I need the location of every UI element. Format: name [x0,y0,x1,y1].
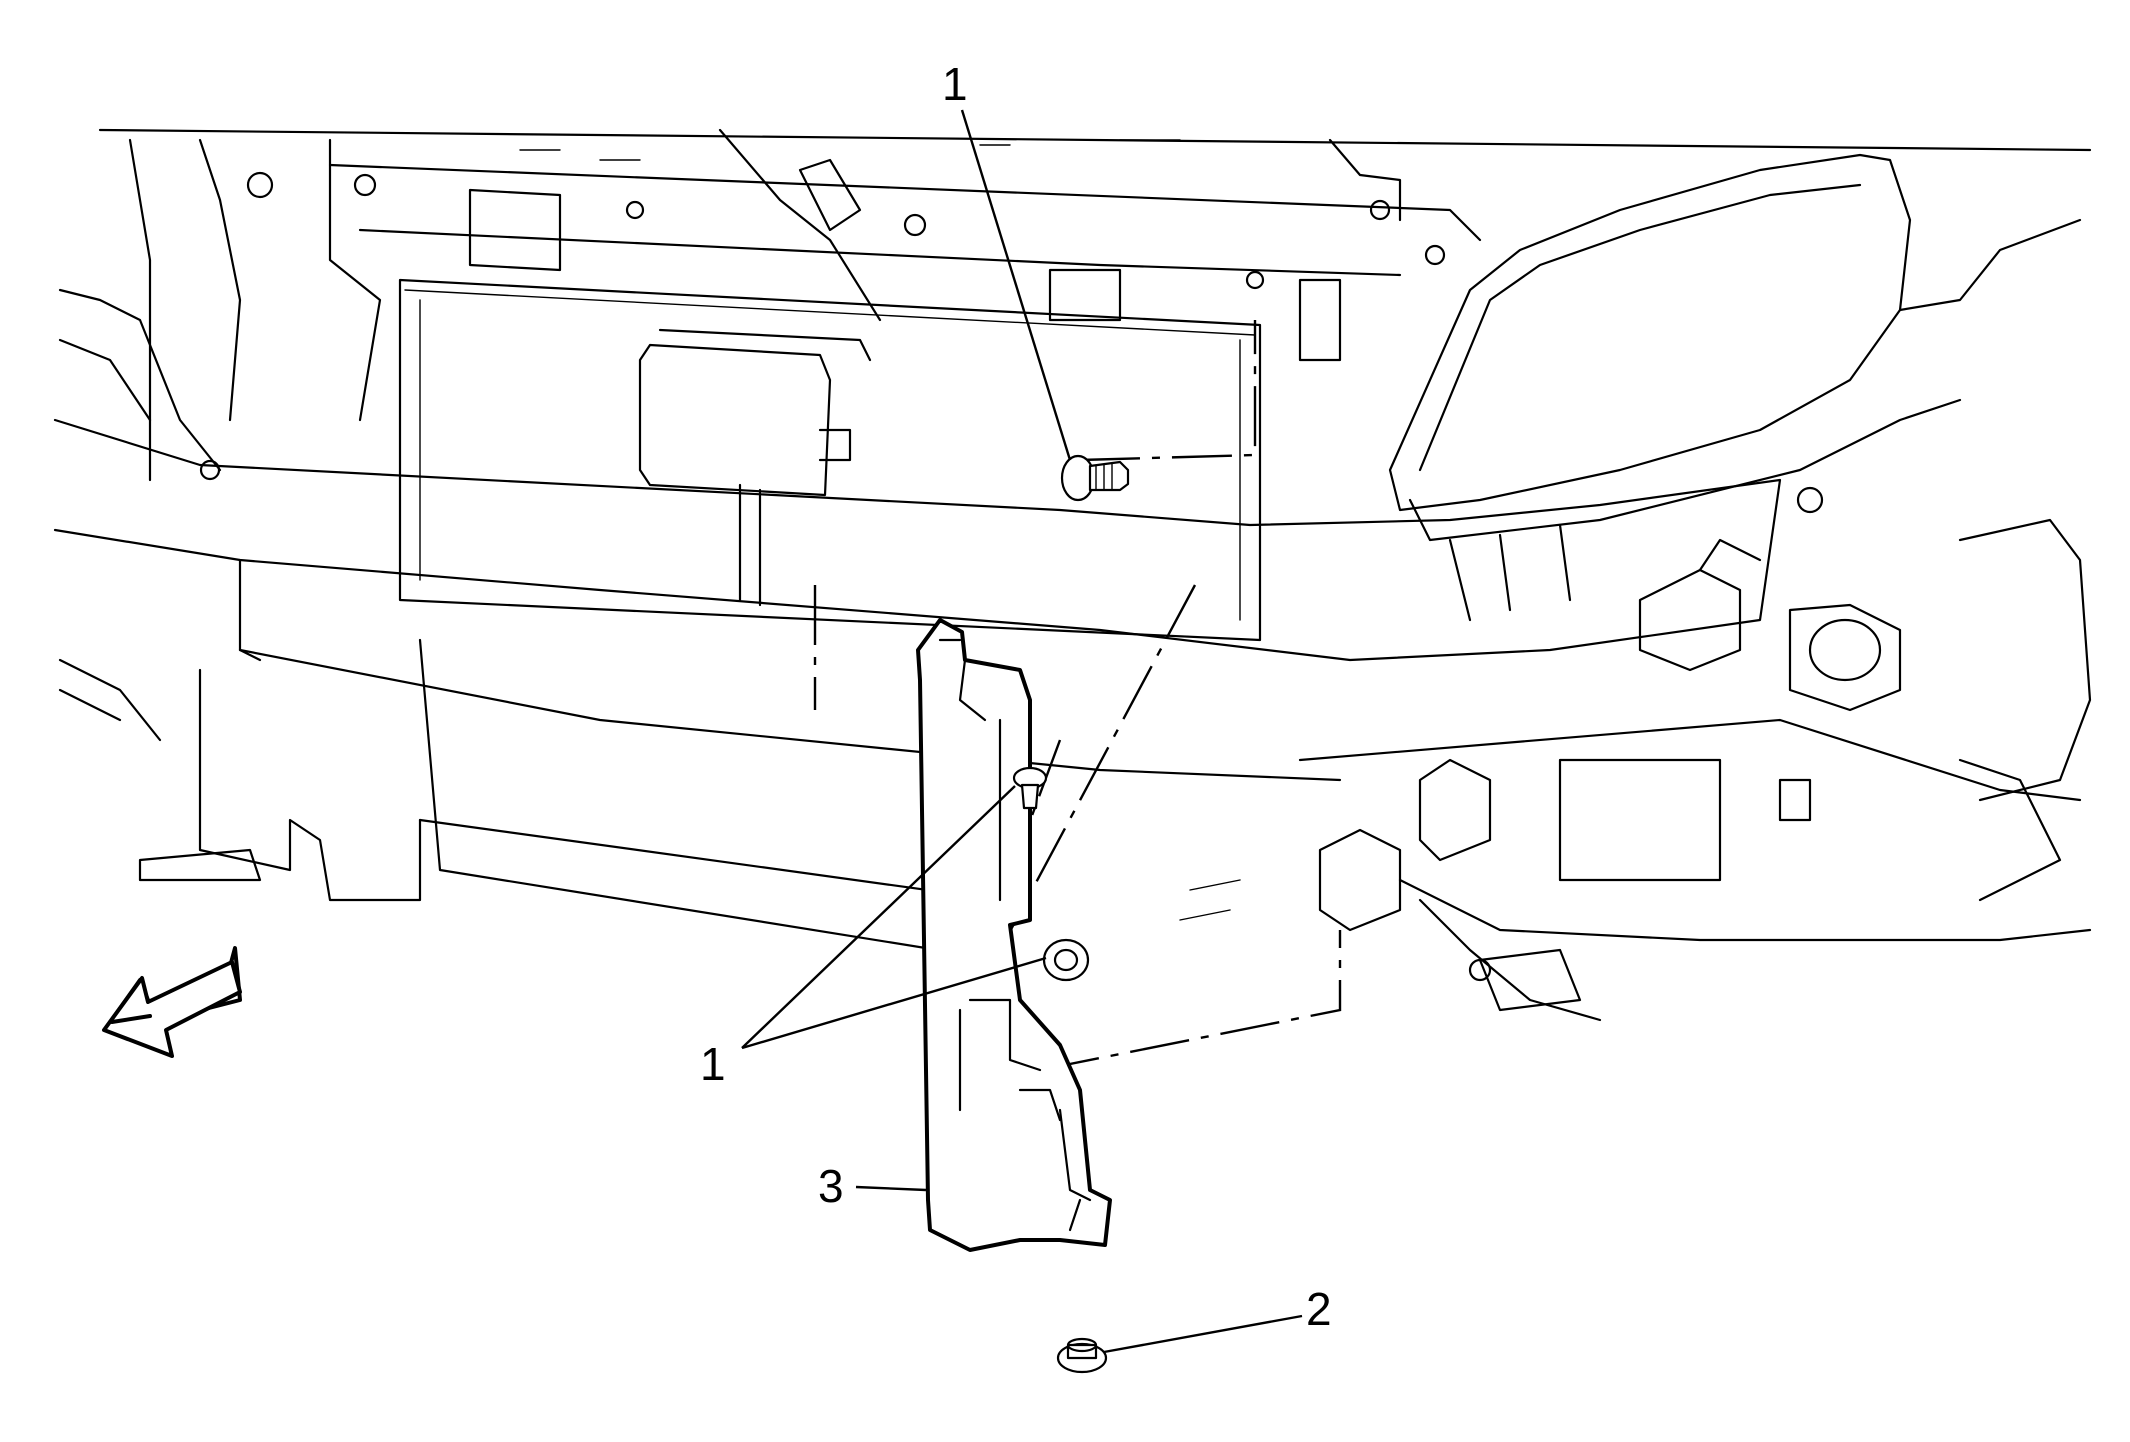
headlamp-assembly [1388,153,2082,622]
horn-and-brackets [1179,486,2092,1022]
air-baffle-part-3 [916,618,1112,1252]
bumper-impact-bar [53,418,1782,962]
push-pin-retainer-top [1060,454,1130,502]
push-pin-retainer-lower [1042,938,1090,982]
upper-radiator-support [58,128,2092,482]
callout-1-top: 1 [942,58,968,110]
bolt-part-2 [1056,1337,1108,1374]
callout-2: 2 [1306,1283,1332,1335]
callout-leaders [741,109,1303,1354]
front-direction-arrow-icon [102,946,242,1058]
callout-3: 3 [818,1160,844,1212]
push-pin-retainer-middle [1012,766,1048,810]
callout-1-bottom: 1 [700,1038,726,1090]
radiator [398,278,1262,642]
